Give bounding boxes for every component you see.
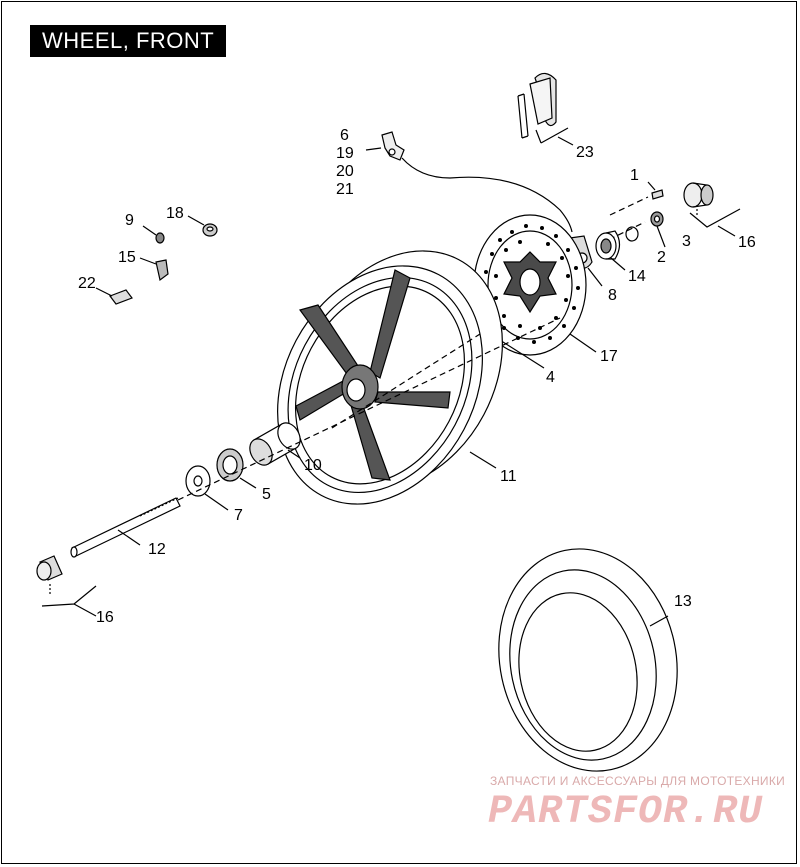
callout-22: 22 [78, 275, 96, 292]
callout-8: 8 [608, 287, 617, 304]
callout-20: 20 [336, 163, 354, 180]
screw-part-1 [609, 181, 664, 216]
disc-holes [484, 224, 580, 344]
callout-21: 21 [336, 181, 354, 198]
axle-cap-left [36, 555, 97, 617]
callout-10: 10 [304, 457, 322, 474]
brake-pads-part [517, 72, 574, 146]
callout-13: 13 [674, 593, 692, 610]
grommet-part-18 [187, 215, 218, 237]
axle-part-12 [70, 317, 561, 558]
callout-12: 12 [148, 541, 166, 558]
callout-17: 17 [600, 348, 618, 365]
callout-2: 2 [657, 249, 666, 266]
valve-stem-part-15 [139, 257, 169, 282]
callout-16-right: 16 [738, 234, 756, 251]
bearing-part-5 [216, 448, 257, 489]
callout-7: 7 [234, 507, 243, 524]
callout-23: 23 [576, 144, 594, 161]
callout-5: 5 [262, 486, 271, 503]
valve-cap-part-9 [142, 225, 165, 244]
spacer-part-14 [595, 230, 626, 271]
balance-weight-part-22 [95, 287, 133, 305]
callout-1: 1 [630, 167, 639, 184]
callout-18: 18 [166, 205, 184, 222]
callout-4: 4 [546, 369, 555, 386]
bearing-cap-right [683, 182, 741, 237]
callout-11: 11 [500, 468, 517, 485]
callout-labels: 1 2 3 4 5 6 7 8 9 10 11 12 13 14 15 16 1… [78, 127, 756, 626]
watermark-brand: PARTSFOR.RU [488, 790, 764, 835]
callout-14: 14 [628, 268, 646, 285]
callout-9: 9 [125, 212, 134, 229]
speed-sensor-part [365, 131, 573, 233]
nut-part-2 [650, 211, 666, 248]
spacer-tube-part-10 [249, 422, 301, 466]
callout-16-left: 16 [96, 609, 114, 626]
washer-part-7 [185, 465, 229, 511]
callout-6: 6 [340, 127, 349, 144]
wheel-part-11 [277, 250, 503, 505]
tire-part-13 [498, 548, 678, 772]
callout-15: 15 [118, 249, 136, 266]
callout-19: 19 [336, 145, 354, 162]
diagram-title: WHEEL, FRONT [30, 25, 227, 57]
callout-3: 3 [682, 233, 691, 250]
watermark-tagline: ЗАПЧАСТИ И АКСЕССУАРЫ ДЛЯ МОТОТЕХНИКИ [490, 774, 786, 788]
washer-small [625, 226, 639, 242]
